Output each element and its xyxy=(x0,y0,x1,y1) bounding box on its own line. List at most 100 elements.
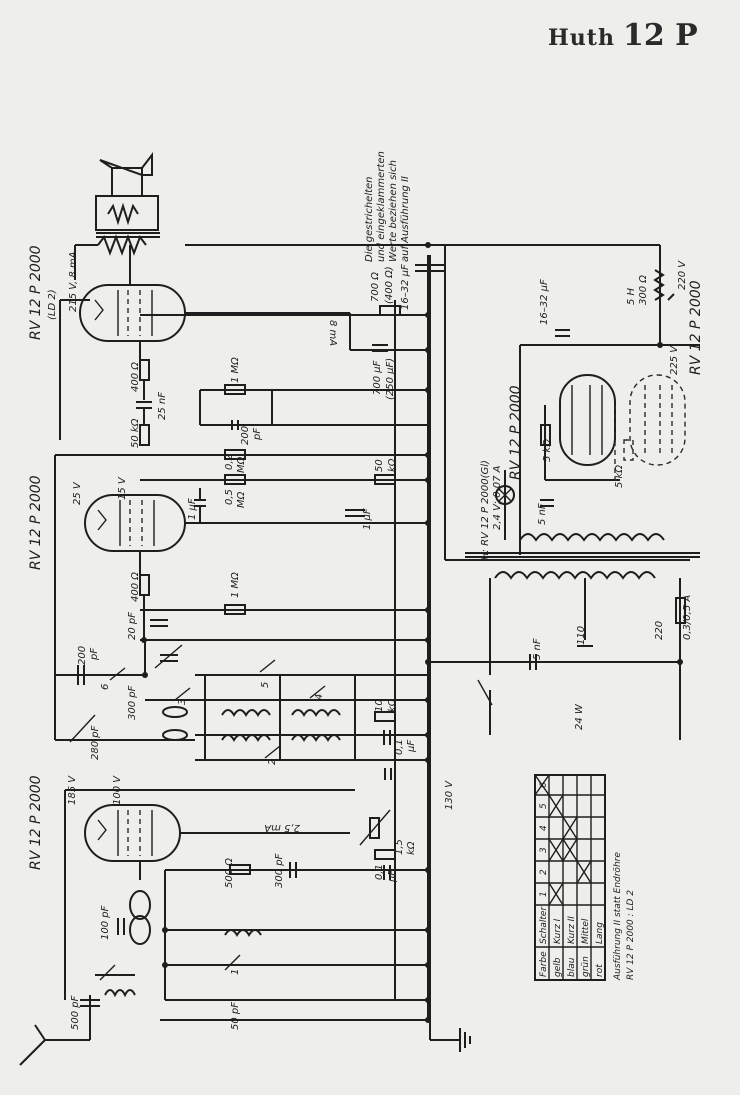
label-switch-4: 4 xyxy=(314,694,325,700)
tube-2-voltage: 25 V xyxy=(72,481,83,505)
table-cross-marks xyxy=(534,774,592,906)
note-line-4: auf Ausführung II xyxy=(400,176,411,262)
note-line-3: Werte beziehen sich xyxy=(388,160,399,262)
label-r-400b: (400 Ω) xyxy=(384,266,395,304)
label-v-110: 110 xyxy=(576,626,587,645)
speaker xyxy=(74,152,160,280)
label-c-300p: 300 pF xyxy=(127,685,138,720)
table-header-3: 3 xyxy=(539,847,549,853)
label-c-5nF-b: 5 nF xyxy=(532,638,543,660)
label-r-5k-b: 5 kΩ xyxy=(614,465,625,488)
label-power: 24 W xyxy=(574,703,585,730)
power-supply xyxy=(430,245,700,740)
table-note-1: Ausführung II statt Endröhre xyxy=(613,852,623,981)
table-header-5: 5 xyxy=(539,803,549,809)
main-rails xyxy=(54,244,660,1021)
label-mohm-2: MΩ xyxy=(236,456,247,473)
label-choke: 5 H xyxy=(626,287,637,305)
tube-1-voltage: 215 V, 8 mA xyxy=(68,251,79,312)
label-c-280p: 280 pF xyxy=(90,725,101,760)
label-r-400c: 400 Ω xyxy=(130,572,141,602)
label-c-20p: 20 pF xyxy=(127,612,138,640)
tube-3 xyxy=(64,768,396,1007)
label-c-50p: 50 pF xyxy=(230,1002,241,1030)
note-line-2: und eingeklammerten xyxy=(376,151,387,262)
tube-1-sublabel: (LD 2) xyxy=(47,289,58,320)
label-c-200p: 200 xyxy=(240,426,251,445)
rf-tuning-section xyxy=(55,619,396,760)
maker-name: Huth xyxy=(548,25,615,51)
tube-1-network xyxy=(136,264,445,460)
label-c-250u: (250 μF) xyxy=(385,358,396,400)
table-row-4-band: Lang xyxy=(595,922,605,944)
tube-1 xyxy=(79,245,350,360)
label-r-0-2: 0,2 xyxy=(224,454,235,470)
tube-2-label: RV 12 P 2000 xyxy=(28,475,44,570)
table-row-2-band: Kurz II xyxy=(567,916,577,944)
label-switch-6: 6 xyxy=(100,684,111,690)
label-v-220b: 220 xyxy=(654,621,665,640)
label-c-1u-b: 1 μF xyxy=(362,508,373,530)
label-choke-r: 300 Ω xyxy=(638,275,649,305)
tube-4-label: RV 12 P 2000 xyxy=(508,385,524,480)
table-header-farbe: Farbe xyxy=(539,951,549,977)
model-name: 12 P xyxy=(622,18,698,53)
ground-symbol xyxy=(429,1020,471,1052)
label-c-0-5: 0,5 xyxy=(224,489,235,505)
label-c-25n: 25 nF xyxy=(157,392,168,420)
label-r-400: 400 Ω xyxy=(130,362,141,392)
switch-table: Farbe Schalter 1 2 3 4 5 6 gelb Kurz I b… xyxy=(534,774,636,981)
label-r-700: 700 Ω xyxy=(370,272,381,302)
label-v-130: 130 V xyxy=(444,780,455,810)
label-r-1M: 1 MΩ xyxy=(230,357,241,383)
label-c-0-1b: 0,1 xyxy=(374,864,385,880)
pilot-lamp-line-1: H: RV 12 P 2000(Gl) xyxy=(480,460,491,560)
label-mohm-1: MΩ xyxy=(236,491,247,508)
page-title: Huth 12 P xyxy=(548,18,698,53)
pilot-lamp-line-2: 2,4 V; 0,07 A xyxy=(492,465,503,530)
label-r-50k: 50 kΩ xyxy=(130,418,141,448)
table-row-2-color: blau xyxy=(567,957,577,977)
table-header-schalter: Schalter xyxy=(539,906,549,944)
label-kohm-3: kΩ xyxy=(406,841,417,855)
junction-dots xyxy=(141,242,683,1023)
label-r-500: 500 Ω xyxy=(224,858,235,888)
note-line-1: Die gestrichelten xyxy=(364,176,375,262)
label-c-5nF: 5 nF xyxy=(537,503,548,525)
label-uf-2: μF xyxy=(387,870,398,883)
table-header-2: 2 xyxy=(539,869,549,875)
table-header-4: 4 xyxy=(539,825,549,831)
label-c-16-32-b: 16–32 μF xyxy=(539,279,550,325)
table-row-3-band: Mittel xyxy=(581,918,591,944)
label-switch-3: 3 xyxy=(177,699,188,705)
label-switch-5: 5 xyxy=(260,682,271,688)
label-pf-1: pF xyxy=(252,428,263,441)
table-header-6: 6 xyxy=(539,782,549,788)
label-c-300p-b: 300 pF xyxy=(274,853,285,888)
label-c-500p: 500 pF xyxy=(70,995,81,1030)
antenna-symbol xyxy=(19,995,91,1066)
label-uf-1: μF xyxy=(406,740,417,753)
label-c-1u: 1 μF xyxy=(187,498,198,520)
label-c-700u: 700 μF xyxy=(372,360,383,395)
label-c-16-32: 16–32 μF xyxy=(400,264,411,310)
tube-3-label: RV 12 P 2000 xyxy=(28,775,44,870)
label-r-50k2: 50 xyxy=(374,459,385,472)
variant-note: Die gestrichelten und eingeklammerten We… xyxy=(364,151,411,262)
table-row-1-band: Kurz I xyxy=(553,918,563,944)
label-c-100p: 100 pF xyxy=(100,905,111,940)
table-row-3-color: grün xyxy=(581,956,591,977)
label-fuse: 0,3/0,5 A xyxy=(682,595,693,640)
tube-1-label: RV 12 P 2000 xyxy=(28,245,44,340)
label-kohm-2: kΩ xyxy=(387,698,398,712)
label-r-10k: 10 xyxy=(374,699,385,712)
label-c-0-1: 0,1 xyxy=(394,739,405,755)
label-switch-1: 1 xyxy=(230,969,241,975)
tube-3-voltage2: 100 V xyxy=(112,775,123,805)
label-kohm-1: kΩ xyxy=(387,458,398,472)
table-header-1: 1 xyxy=(539,891,549,897)
label-switch-2: 2 xyxy=(267,759,278,765)
label-v-220: 220 V xyxy=(677,260,688,290)
